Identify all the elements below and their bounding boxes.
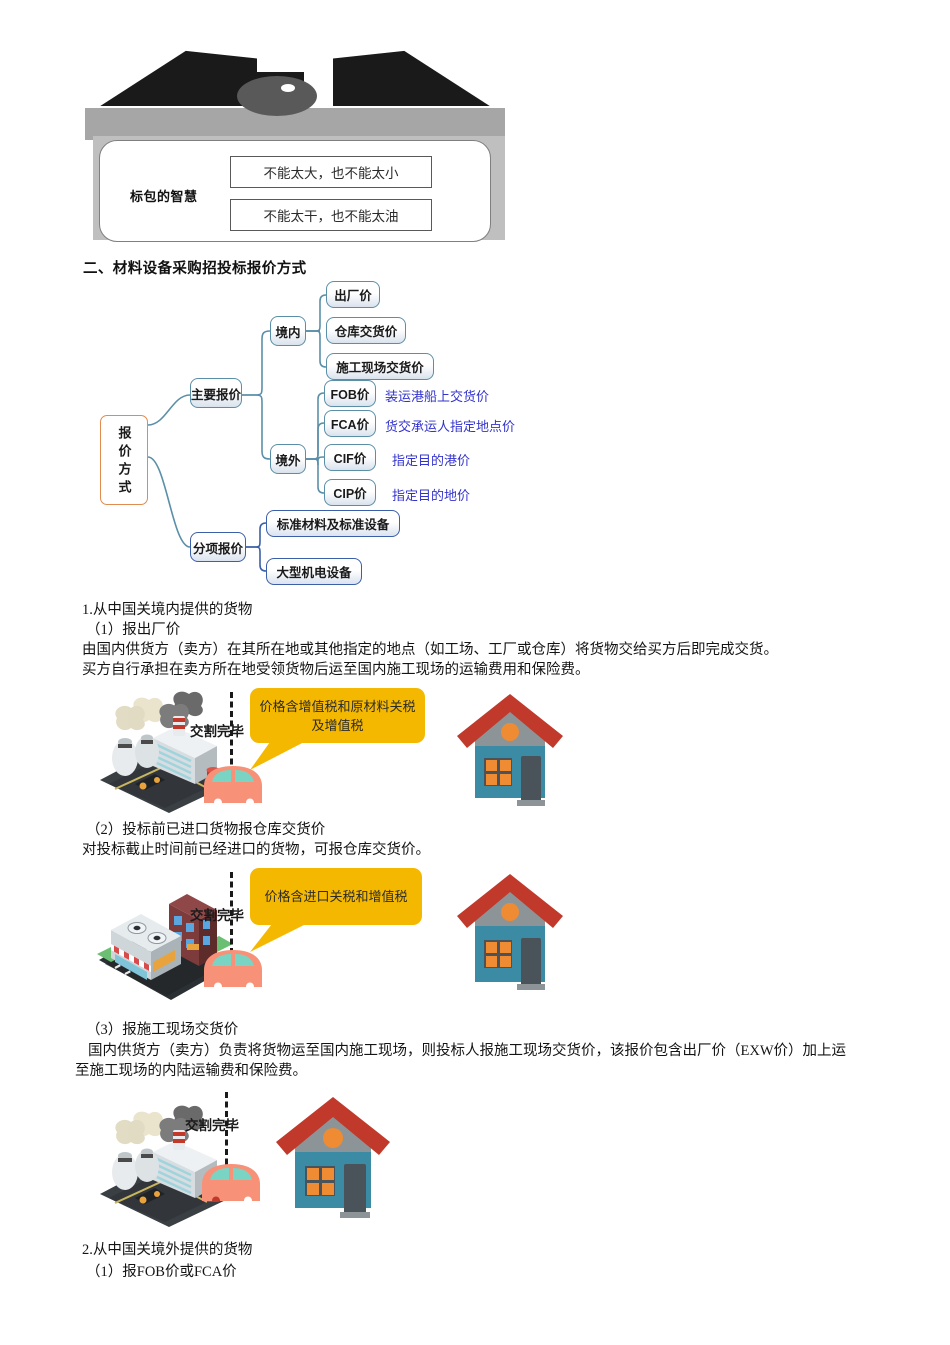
body-s1-sub: （1）报出厂价 <box>86 622 181 638</box>
mindmap-leaf-fob[interactable]: FOB价 <box>324 380 376 407</box>
factory-icon <box>100 691 230 813</box>
header-panel: 标包的智慧 不能太大，也不能太小 不能太干，也不能太油 <box>99 140 491 242</box>
mindmap-annotation-fob: 装运港船上交货价 <box>385 389 490 404</box>
scene-2: 交割完毕 价格含进口关税和增值税 <box>95 868 575 1000</box>
body-s2-sub: （2）投标前已进口货物报仓库交货价 <box>86 822 326 838</box>
body-s4-sub: （1）报FOB价或FCA价 <box>86 1264 237 1280</box>
body-s3-p1: 国内供货方（卖方）负责将货物运至国内施工现场，则投标人报施工现场交货价，该报价包… <box>88 1043 847 1059</box>
scene-2-bubble-text: 价格含进口关税和增值税 <box>250 868 422 925</box>
mindmap-annotation-fca: 货交承运人指定地点价 <box>385 419 516 434</box>
scene-2-divider <box>230 872 233 954</box>
house-icon <box>457 874 563 990</box>
scene-1-divider <box>230 692 233 774</box>
mindmap-leaf-cif[interactable]: CIF价 <box>324 444 376 471</box>
scene-2-divider-label: 交割完毕 <box>190 908 244 923</box>
header-panel-box-2: 不能太干，也不能太油 <box>230 199 432 231</box>
bow-knob <box>237 76 317 116</box>
body-s3-p2: 至施工现场的内陆运输费和保险费。 <box>75 1063 307 1079</box>
body-s2-p1: 对投标截止时间前已经进口的货物，可报仓库交货价。 <box>82 842 430 858</box>
house-icon <box>457 694 563 806</box>
mindmap-leaf-cip[interactable]: CIP价 <box>324 479 376 506</box>
mindmap-node-domestic[interactable]: 境内 <box>270 316 306 346</box>
body-s3-sub: （3）报施工现场交货价 <box>86 1022 239 1038</box>
mindmap-leaf-warehouse[interactable]: 仓库交货价 <box>326 317 406 344</box>
shop-icon <box>97 894 233 1000</box>
mindmap-diagram: 报价方式 主要报价 境内 境外 出厂价 仓库交货价 施工现场交货价 FOB价 F… <box>80 275 600 595</box>
mindmap-root-node[interactable]: 报价方式 <box>100 415 148 505</box>
mindmap-leaf-standard-material[interactable]: 标准材料及标准设备 <box>266 510 400 537</box>
mindmap-node-main-quote[interactable]: 主要报价 <box>190 378 242 408</box>
mindmap-leaf-large-equipment[interactable]: 大型机电设备 <box>266 558 362 585</box>
mindmap-leaf-fca[interactable]: FCA价 <box>324 410 376 437</box>
mindmap-connectors <box>147 294 327 572</box>
mindmap-leaf-site[interactable]: 施工现场交货价 <box>326 353 434 380</box>
mindmap-annotation-cif: 指定目的港价 <box>392 453 471 468</box>
scene-2-bubble-tail <box>250 922 310 952</box>
mindmap-node-itemized-quote[interactable]: 分项报价 <box>190 532 246 562</box>
body-s1-title: 1.从中国关境内提供的货物 <box>82 602 253 618</box>
car-icon <box>202 1164 260 1201</box>
bow-ribbon-graphic <box>100 50 490 106</box>
section-heading: 二、材料设备采购招投标报价方式 <box>83 261 307 277</box>
scene-1: 交割完毕 价格含增值税和原材料关税及增值税 <box>95 688 575 813</box>
scene-3-divider <box>225 1092 228 1174</box>
scene-1-bubble-text: 价格含增值税和原材料关税及增值税 <box>250 688 425 743</box>
scene-1-bubble-tail <box>250 740 308 770</box>
header-panel-label: 标包的智慧 <box>130 189 198 204</box>
body-s1-p1: 由国内供货方（卖方）在其所在地或其他指定的地点（如工场、工厂或仓库）将货物交给买… <box>82 642 778 658</box>
car-icon <box>204 950 262 987</box>
car-icon <box>204 766 262 803</box>
scene-3: 交割完毕 <box>95 1092 515 1227</box>
body-s4-title: 2.从中国关境外提供的货物 <box>82 1242 253 1258</box>
scene-3-divider-label: 交割完毕 <box>185 1118 239 1133</box>
scene-1-divider-label: 交割完毕 <box>190 724 244 739</box>
house-icon <box>276 1097 390 1218</box>
mindmap-annotation-cip: 指定目的地价 <box>392 488 471 503</box>
header-figure: 标包的智慧 不能太大，也不能太小 不能太干，也不能太油 <box>85 30 505 242</box>
mindmap-node-overseas[interactable]: 境外 <box>270 444 306 474</box>
bow-knob-highlight <box>281 84 295 92</box>
mindmap-leaf-exw[interactable]: 出厂价 <box>326 281 380 308</box>
body-s1-p2: 买方自行承担在卖方所在地受领货物后运至国内施工现场的运输费用和保险费。 <box>82 662 590 678</box>
header-panel-box-1: 不能太大，也不能太小 <box>230 156 432 188</box>
